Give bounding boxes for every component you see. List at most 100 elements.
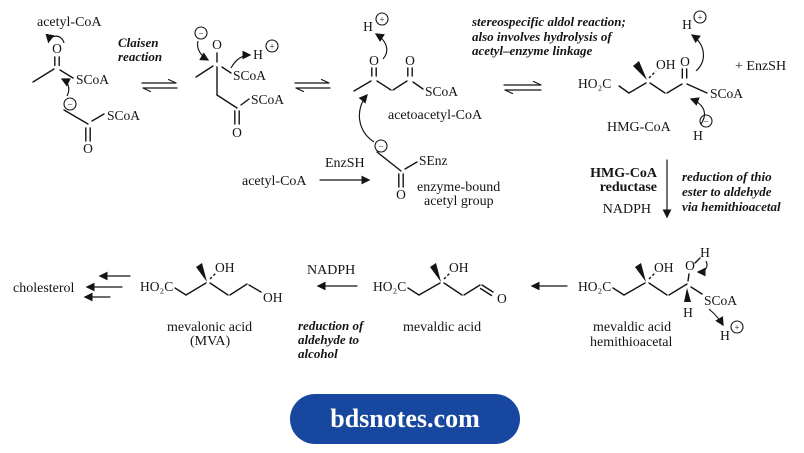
hash-bond [443, 272, 451, 280]
acetyl-coa-carbanion-structure: − SCoA O [60, 78, 140, 156]
enzsh-reagent-label: EnzSH [325, 156, 365, 171]
electron-arrow-icon [45, 33, 65, 44]
note-line: via hemithioacetal [682, 199, 781, 214]
site-badge[interactable]: bdsnotes.com [290, 394, 520, 444]
equilibrium-arrow-2 [294, 78, 331, 93]
note-line: reduction of thio [682, 169, 772, 184]
note-line: ester to aldehyde [682, 184, 772, 199]
cholesterol-label: cholesterol [13, 281, 75, 296]
enzyme-binding-step: acetyl-CoA EnzSH − SEnz O enzyme-bound a… [242, 139, 500, 209]
oxygen-atom: O [396, 187, 406, 202]
note-line: stereospecific aldol reaction; [471, 14, 626, 29]
electron-arrow-icon [60, 78, 71, 97]
aldol-reaction-note: stereospecific aldol reaction; also invo… [471, 14, 626, 58]
wedge-bond [196, 263, 207, 282]
mva-label: mevalonic acid [167, 320, 252, 335]
aldehyde-reduction-step: NADPH reduction of aldehyde to alcohol [298, 263, 365, 361]
hash-bond [209, 272, 217, 280]
minus-sign: − [198, 28, 203, 38]
badge-label[interactable]: bdsnotes.com [330, 404, 480, 433]
hydroxyl-group: OH [656, 57, 676, 72]
plus-sign: + [697, 12, 702, 22]
scoa-group: SCoA [233, 68, 266, 83]
minus-sign: − [67, 99, 72, 109]
minus-sign: − [378, 141, 383, 151]
carboxyl-group: HO₂C [578, 279, 611, 294]
carboxyl-group: HO₂C [373, 279, 406, 294]
minus-charge-icon [699, 114, 713, 128]
acetoacetyl-coa-structure: H + O O SCoA acetoacetyl-CoA [353, 12, 483, 143]
carboxyl-group: HO₂C [140, 279, 173, 294]
note-line: reaction [118, 49, 162, 64]
scoa-group: SCoA [425, 84, 458, 99]
badge-pill[interactable] [290, 394, 520, 444]
mevaldic-acid-structure: HO₂C OH O mevaldic acid [373, 260, 507, 335]
nadph-cofactor: NADPH [603, 202, 651, 217]
nadph-cofactor: NADPH [307, 263, 355, 278]
wedge-bond [633, 61, 647, 80]
note-line: Claisen [118, 35, 158, 50]
acetoacetyl-coa-label: acetoacetyl-CoA [388, 108, 483, 123]
note-line: reduction of [298, 318, 365, 333]
electron-arrow-icon [196, 40, 210, 61]
attack-arrow-icon [358, 93, 375, 143]
cholesterol-step: cholesterol [13, 271, 131, 302]
enzyme-bound-label: enzyme-bound [417, 180, 500, 195]
oxygen-atom: O [685, 258, 695, 273]
oxygen-atom: O [405, 53, 415, 68]
hmg-coa-structure: HO₂C OH O SCoA H + − H + EnzSH HMG-CoA [578, 10, 786, 143]
minus-charge-icon [374, 139, 388, 153]
scoa-group: SCoA [710, 86, 743, 101]
hmg-coa-label: HMG-CoA [607, 120, 672, 135]
proton: H [720, 328, 730, 343]
hash-bond [648, 272, 656, 280]
hydroxyl-group: OH [449, 260, 469, 275]
oxygen-atom: O [83, 141, 93, 156]
mevalonic-acid-structure: HO₂C OH OH mevalonic acid (MVA) [140, 260, 283, 349]
bold-wedge-bond [684, 288, 691, 302]
plus-sign: + [734, 322, 739, 332]
enzsh-byproduct: + EnzSH [735, 59, 786, 74]
proton-loss-arrow-icon [708, 308, 724, 327]
minus-charge-icon [63, 97, 77, 111]
note-line: aldehyde to [298, 332, 360, 347]
oxygen-atom: O [212, 37, 222, 52]
enzyme-name: HMG-CoA [590, 166, 658, 181]
acetyl-coa-label: acetyl-CoA [242, 174, 307, 189]
plus-charge-icon [265, 39, 279, 53]
hash-bond [648, 70, 657, 79]
plus-charge-icon [375, 12, 389, 26]
oxygen-atom: O [369, 53, 379, 68]
note-line: alcohol [298, 346, 338, 361]
wedge-bond [430, 263, 441, 282]
hydroxyl-group: OH [654, 260, 674, 275]
hydride-arrow-icon [689, 97, 705, 125]
senz-group: SEnz [419, 153, 448, 168]
carboxyl-group: HO₂C [578, 76, 611, 91]
wedge-bond [635, 263, 646, 282]
equilibrium-arrow-3 [503, 80, 542, 95]
hemithioacetal-structure: HO₂C OH O H SCoA H H + mevaldic acid hem… [578, 245, 744, 350]
claisen-reaction-note: Claisen reaction [118, 35, 162, 64]
acetyl-group-label: acetyl group [424, 194, 494, 209]
electron-arrow-icon [690, 34, 704, 72]
note-line: also involves hydrolysis of [472, 29, 613, 44]
hmg-coa-reductase-step: HMG-CoA reductase NADPH reduction of thi… [590, 159, 781, 219]
hemithioacetal-label: hemithioacetal [590, 335, 673, 350]
oxygen-atom: O [232, 125, 242, 140]
acetyl-coa-electrophile-structure: acetyl-CoA O SCoA [32, 15, 109, 87]
mevaldic-acid-label: mevaldic acid [403, 320, 481, 335]
oxygen-atom: O [680, 54, 690, 69]
hydride: H [693, 128, 703, 143]
hydroxyl-group: OH [215, 260, 235, 275]
oxygen-atom: O [52, 41, 62, 56]
tetrahedral-intermediate-structure: − O SCoA SCoA O H + [194, 26, 284, 140]
oxygen-atom: O [497, 291, 507, 306]
equilibrium-arrow-1 [141, 78, 178, 93]
enzyme-name: reductase [600, 180, 657, 195]
hydrogen-atom: H [683, 305, 693, 320]
proton: H [363, 19, 373, 34]
plus-charge-icon [693, 10, 707, 24]
